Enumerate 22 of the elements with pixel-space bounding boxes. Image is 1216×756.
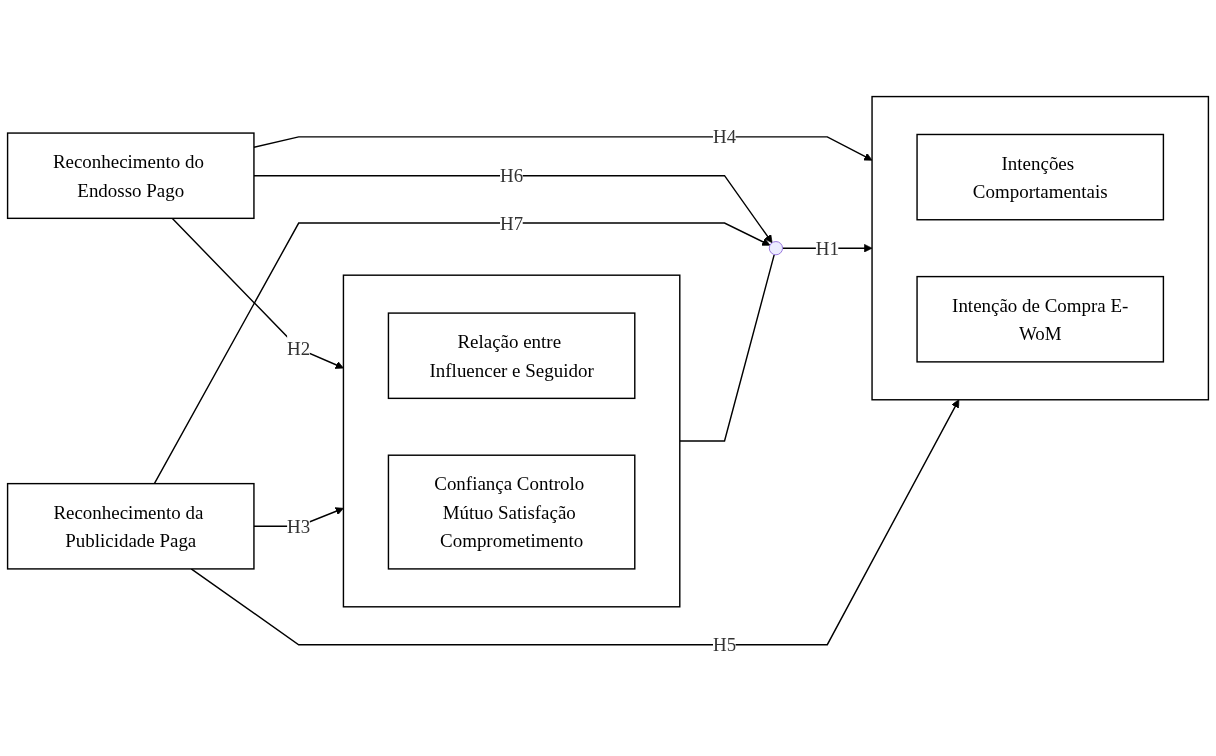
edge-label: H5 bbox=[712, 634, 737, 656]
arrow bbox=[253, 136, 873, 161]
cluster bbox=[342, 274, 681, 608]
arrow bbox=[253, 175, 773, 244]
edge-label: H7 bbox=[500, 212, 524, 234]
edge-label: H3 bbox=[287, 516, 311, 537]
node-box: Intenções Comportamentais bbox=[916, 134, 1165, 221]
arrow bbox=[153, 222, 771, 485]
edge-label: H4 bbox=[712, 126, 737, 148]
node-box: Reconhecimento do Endosso Pago bbox=[6, 132, 255, 220]
cluster bbox=[871, 96, 1210, 401]
connector bbox=[679, 254, 775, 442]
edge-label: H2 bbox=[287, 338, 311, 360]
arrow bbox=[171, 217, 344, 370]
edge-label: H6 bbox=[500, 165, 524, 187]
node-box: Relação entre Influencer e Seguidor bbox=[387, 312, 636, 400]
node-box: Confiança Controlo Mútuo Satisfação Comprometimento bbox=[387, 454, 636, 570]
arrow bbox=[190, 399, 960, 646]
node-box: Intenção de Compra E-WoM bbox=[916, 276, 1165, 363]
node-dot bbox=[768, 241, 784, 256]
edge-label: H1 bbox=[815, 238, 839, 259]
node-box: Reconhecimento da Publicidade Paga bbox=[6, 483, 255, 570]
